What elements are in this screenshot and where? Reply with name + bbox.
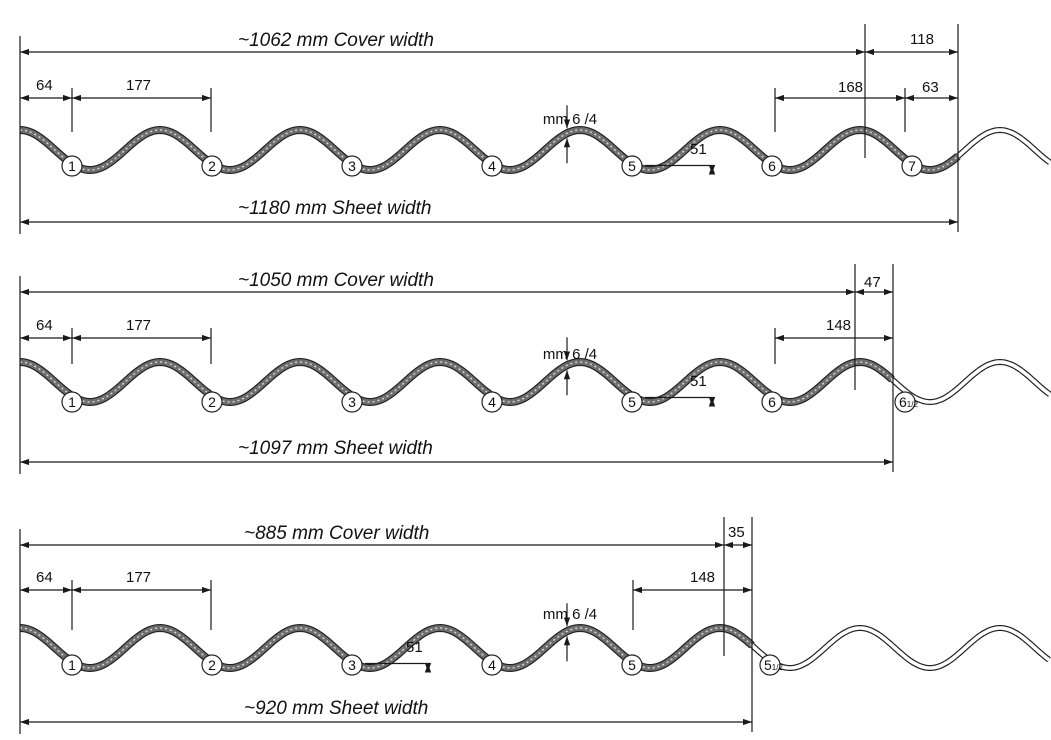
profile-3-edge-label: 64 [36,569,53,586]
profile-1-overlap-label: 118 [910,31,934,48]
profile-1-corrugation-6-circle [761,155,783,177]
profile-2-corrugation-3-circle [341,391,363,413]
profile-1-depth-label: 51 [690,141,707,158]
profile-2-pitch-label: 177 [126,317,151,334]
profile-1-cover-width-label: ~1062 mm Cover width [238,30,434,51]
profile-2-corrugation-4-number: 4 [488,394,496,410]
profile-1-corrugation-2-number: 2 [208,158,216,174]
profile-3-sheet-width-label: ~920 mm Sheet width [244,698,428,719]
profile-2-corrugation-5-number: 5 [628,394,636,410]
profile-2-corrugation-6-number: 6 [768,394,776,410]
profile-3-corrugation-1-number: 1 [68,657,76,673]
profile-2-sheet-width-label: ~1097 mm Sheet width [238,438,433,459]
profile-1-thickness-label: mm 6 /4 [543,111,597,128]
profile-3-corrugation-4-circle [481,654,503,676]
profile-1-corrugation-7-circle [901,155,923,177]
profile-3-cover-width-label: ~885 mm Cover width [244,523,429,544]
profile-2-sheet-texture [19,361,893,403]
profile-2-corrugation-1-circle [61,391,83,413]
profile-3-half-corrugation-circle [759,654,781,676]
profile-3-thickness-label: mm 6 /4 [543,606,597,623]
profile-2-corrugation-2-circle [201,391,223,413]
profile-3-right-a-label: 148 [690,569,715,586]
profile-2-edge-label: 64 [36,317,53,334]
profile-2-corrugation-4-circle [481,391,503,413]
profile-2-corrugation-1-number: 1 [68,394,76,410]
profile-3-corrugation-1-circle [61,654,83,676]
profile-1-corrugation-1-number: 1 [68,158,76,174]
profile-1-corrugation-3-number: 3 [348,158,356,174]
profile-1-right-a-label: 168 [838,79,863,96]
profile-2-corrugation-5-circle [621,391,643,413]
dimension-lines [19,24,959,734]
profile-1-corrugation-3-circle [341,155,363,177]
profile-1-corrugation-5-circle [621,155,643,177]
profile-1-corrugation-6-number: 6 [768,158,776,174]
profile-2-corrugation-3-number: 3 [348,394,356,410]
profile-2-corrugation-2-number: 2 [208,394,216,410]
profile-3-corrugation-5-circle [621,654,643,676]
profile-3-depth-label: 51 [406,639,423,656]
profile-1-corrugation-5-number: 5 [628,158,636,174]
profile-2-overlap-label: 47 [864,274,881,291]
profile-3-corrugation-3-number: 3 [348,657,356,673]
profile-3-corrugation-2-circle [201,654,223,676]
profile-1-edge-label: 64 [36,77,53,94]
profile-3-corrugation-2-number: 2 [208,657,216,673]
profile-2-sheet-body [19,359,894,405]
profile-3-overlap-label: 35 [728,524,745,541]
profile-1-corrugation-1-circle [61,155,83,177]
profile-3-corrugation-4-number: 4 [488,657,496,673]
profile-1-sheet-width-label: ~1180 mm Sheet width [238,198,431,219]
profile-1-corrugation-2-circle [201,155,223,177]
profile-3-corrugation-3-circle [341,654,363,676]
profile-1-right-b-label: 63 [922,79,939,96]
profile-2-corrugation-6-circle [761,391,783,413]
profile-1-corrugation-4-circle [481,155,503,177]
profile-3-corrugation-5-number: 5 [628,657,636,673]
profile-1-pitch-label: 177 [126,77,151,94]
profile-2-depth-label: 51 [690,373,707,390]
profile-1-adjacent-sheet-outline [859,126,1051,174]
profile-2-thickness-label: mm 6 /4 [543,346,597,363]
profile-2-cover-width-label: ~1050 mm Cover width [238,270,434,291]
profile-2-right-a-label: 148 [826,317,851,334]
profile-1-corrugation-7-number: 7 [908,158,916,174]
profile-1-corrugation-4-number: 4 [488,158,496,174]
profile-2-half-corrugation-circle [894,391,916,413]
profile-3-pitch-label: 177 [126,569,151,586]
